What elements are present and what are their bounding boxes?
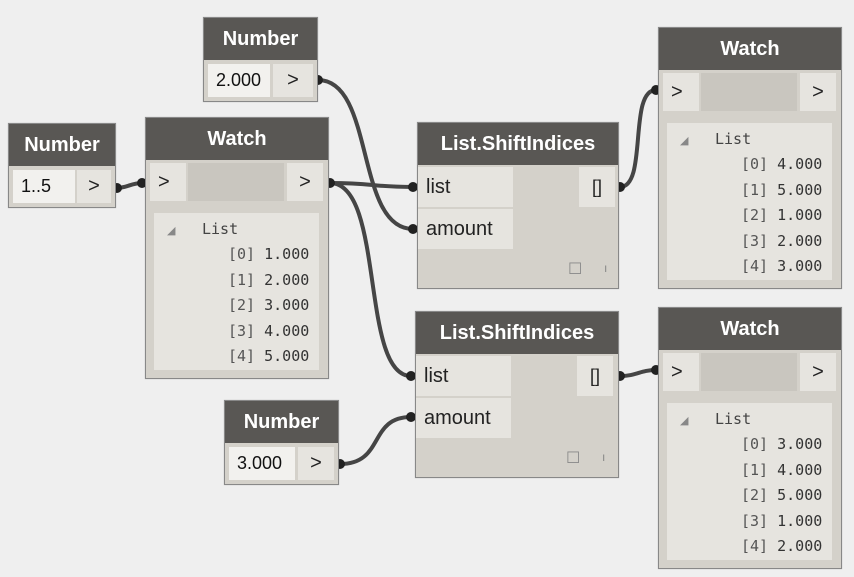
preview-toggle-icon[interactable]: ☐ [566, 450, 581, 467]
port-dot[interactable] [406, 371, 416, 381]
input-port-amount[interactable]: amount [418, 209, 513, 249]
watch-list[interactable]: ◢ List [0] 1.000 [1] 2.000 [2] 3.000 [3]… [154, 213, 319, 370]
list-title: List [202, 220, 239, 238]
number-value-field[interactable]: 3.000 [229, 447, 295, 480]
port-dot[interactable] [408, 224, 418, 234]
wire-watch-to-shift2-list[interactable] [328, 181, 413, 378]
input-port[interactable]: > [663, 353, 699, 391]
collapse-triangle-icon[interactable]: ◢ [680, 414, 689, 427]
output-port[interactable]: > [800, 73, 836, 111]
number-value-field[interactable]: 1..5 [13, 170, 75, 203]
watch-node-result-top[interactable]: Watch > > ◢ List [0] 4.000 [1] 5.000 [2]… [658, 27, 842, 289]
port-spacer [188, 163, 284, 201]
node-title: Number [204, 18, 317, 60]
lacing-indicator-icon: ı [604, 261, 608, 275]
output-port[interactable]: > [800, 353, 836, 391]
wire-shift2-to-watch2[interactable] [618, 368, 658, 378]
node-title: List.ShiftIndices [418, 123, 618, 165]
port-dot[interactable] [406, 412, 416, 422]
port-dot[interactable] [137, 178, 147, 188]
number-value-field[interactable]: 2.000 [208, 64, 270, 97]
port-dot[interactable] [408, 182, 418, 192]
node-title: Watch [146, 118, 328, 160]
preview-toggle-icon[interactable]: ☐ [568, 261, 583, 278]
list-item: [2] 1.000 [741, 206, 823, 224]
collapse-triangle-icon[interactable]: ◢ [680, 134, 689, 147]
port-spacer [701, 353, 797, 391]
wire-number3-to-shift2-amount[interactable] [338, 415, 413, 466]
output-port[interactable]: > [298, 447, 334, 480]
list-item: [3] 1.000 [741, 512, 823, 530]
list-item: [4] 5.000 [228, 347, 310, 365]
node-title: List.ShiftIndices [416, 312, 618, 354]
number-node-top[interactable]: Number 2.000 > [203, 17, 318, 102]
list-item: [0] 1.000 [228, 245, 310, 263]
input-port-list[interactable]: list [418, 167, 513, 207]
output-port[interactable]: [] [577, 356, 613, 396]
list-item: [1] 5.000 [741, 181, 823, 199]
node-title: Watch [659, 308, 841, 350]
list-item: [1] 2.000 [228, 271, 310, 289]
node-title: Number [9, 124, 115, 166]
list-item: [4] 2.000 [741, 537, 823, 555]
list-item: [0] 3.000 [741, 435, 823, 453]
watch-node-input[interactable]: Watch > > ◢ List [0] 1.000 [1] 2.000 [2]… [145, 117, 329, 379]
node-title: Watch [659, 28, 841, 70]
list-title: List [715, 410, 752, 428]
output-port[interactable]: > [287, 163, 323, 201]
collapse-triangle-icon[interactable]: ◢ [167, 224, 176, 237]
list-item: [3] 4.000 [228, 322, 310, 340]
output-port[interactable]: > [77, 170, 111, 203]
list-item: [3] 2.000 [741, 232, 823, 250]
node-title: Number [225, 401, 338, 443]
watch-list[interactable]: ◢ List [0] 4.000 [1] 5.000 [2] 1.000 [3]… [667, 123, 832, 280]
input-port-list[interactable]: list [416, 356, 511, 396]
list-item: [0] 4.000 [741, 155, 823, 173]
list-title: List [715, 130, 752, 148]
number-node-range[interactable]: Number 1..5 > [8, 123, 116, 208]
list-item: [2] 5.000 [741, 486, 823, 504]
lacing-indicator-icon: ı [602, 450, 606, 464]
port-spacer [701, 73, 797, 111]
list-item: [4] 3.000 [741, 257, 823, 275]
input-port[interactable]: > [663, 73, 699, 111]
wire-number-to-shift1-amount[interactable] [316, 78, 415, 231]
list-item: [2] 3.000 [228, 296, 310, 314]
input-port-amount[interactable]: amount [416, 398, 511, 438]
output-port[interactable]: > [273, 64, 313, 97]
shift-indices-node-top[interactable]: List.ShiftIndices list amount [] ☐ ı [417, 122, 619, 289]
watch-node-result-bottom[interactable]: Watch > > ◢ List [0] 3.000 [1] 4.000 [2]… [658, 307, 842, 569]
number-node-amount[interactable]: Number 3.000 > [224, 400, 339, 485]
input-port[interactable]: > [150, 163, 186, 201]
shift-indices-node-bottom[interactable]: List.ShiftIndices list amount [] ☐ ı [415, 311, 619, 478]
output-port[interactable]: [] [579, 167, 615, 207]
watch-list[interactable]: ◢ List [0] 3.000 [1] 4.000 [2] 5.000 [3]… [667, 403, 832, 560]
list-item: [1] 4.000 [741, 461, 823, 479]
wire-shift1-to-watch1[interactable] [618, 88, 658, 189]
